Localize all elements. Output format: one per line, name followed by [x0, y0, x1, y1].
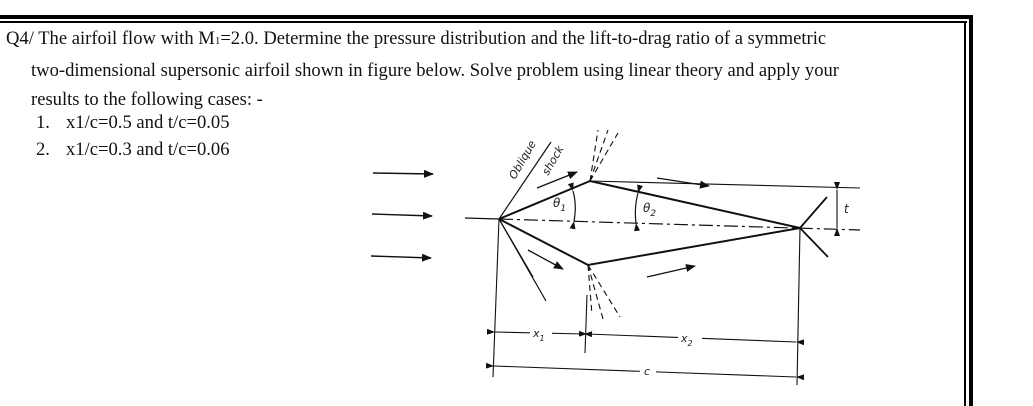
dimension-extension-lines [492, 218, 801, 386]
flow-arrow-icon [536, 171, 578, 189]
flow-arrow-icon [646, 264, 696, 278]
freestream-arrows [370, 169, 434, 262]
flow-arrow-icon [527, 249, 564, 270]
frame-border-right-inner [964, 21, 966, 406]
flow-arrow-icon [372, 169, 434, 178]
shock-label: shock [539, 143, 566, 178]
trailing-edge-shocks [799, 196, 829, 258]
theta1-label: θ1 [553, 196, 566, 214]
thickness-dimension [589, 180, 861, 236]
expansion-fan-lower [587, 264, 621, 320]
case-item: 1.x1/c=0.5 and t/c=0.05 [36, 112, 230, 133]
x1-label: x1 [532, 327, 545, 343]
question-line-2: two-dimensional supersonic airfoil shown… [31, 60, 839, 81]
question-line-1: Q4/ The airfoil flow with M1=2.0. Determ… [6, 28, 827, 49]
chord-label: c [644, 365, 650, 378]
theta-angle-arrows [567, 182, 643, 232]
cases-list: 1.x1/c=0.5 and t/c=0.05 2.x1/c=0.3 and t… [36, 109, 230, 163]
mach-subscript: 1 [214, 35, 221, 47]
flow-arrow-icon [370, 253, 432, 262]
question-number: Q4/ [6, 28, 34, 49]
frame-border-right-outer [969, 15, 973, 406]
x2-label: x2 [680, 332, 693, 348]
oblique-label: Oblique [506, 138, 539, 181]
case-item: 2.x1/c=0.3 and t/c=0.06 [36, 139, 230, 160]
theta2-label: θ2 [643, 201, 656, 219]
oblique-shock-lines [498, 141, 552, 302]
flow-arrow-icon [371, 211, 433, 220]
dimension-label-backgrounds [530, 325, 702, 377]
question-line-3: results to the following cases: - [31, 89, 263, 110]
surface-flow-arrows [527, 171, 710, 278]
flow-arrow-icon [656, 177, 710, 189]
frame-border-top-inner [0, 21, 967, 23]
frame-border-top-outer [0, 15, 973, 19]
expansion-fan-upper [589, 129, 619, 182]
thickness-label: t [844, 202, 850, 216]
question-text: Q4/ The airfoil flow with M1=2.0. Determ… [6, 24, 962, 114]
